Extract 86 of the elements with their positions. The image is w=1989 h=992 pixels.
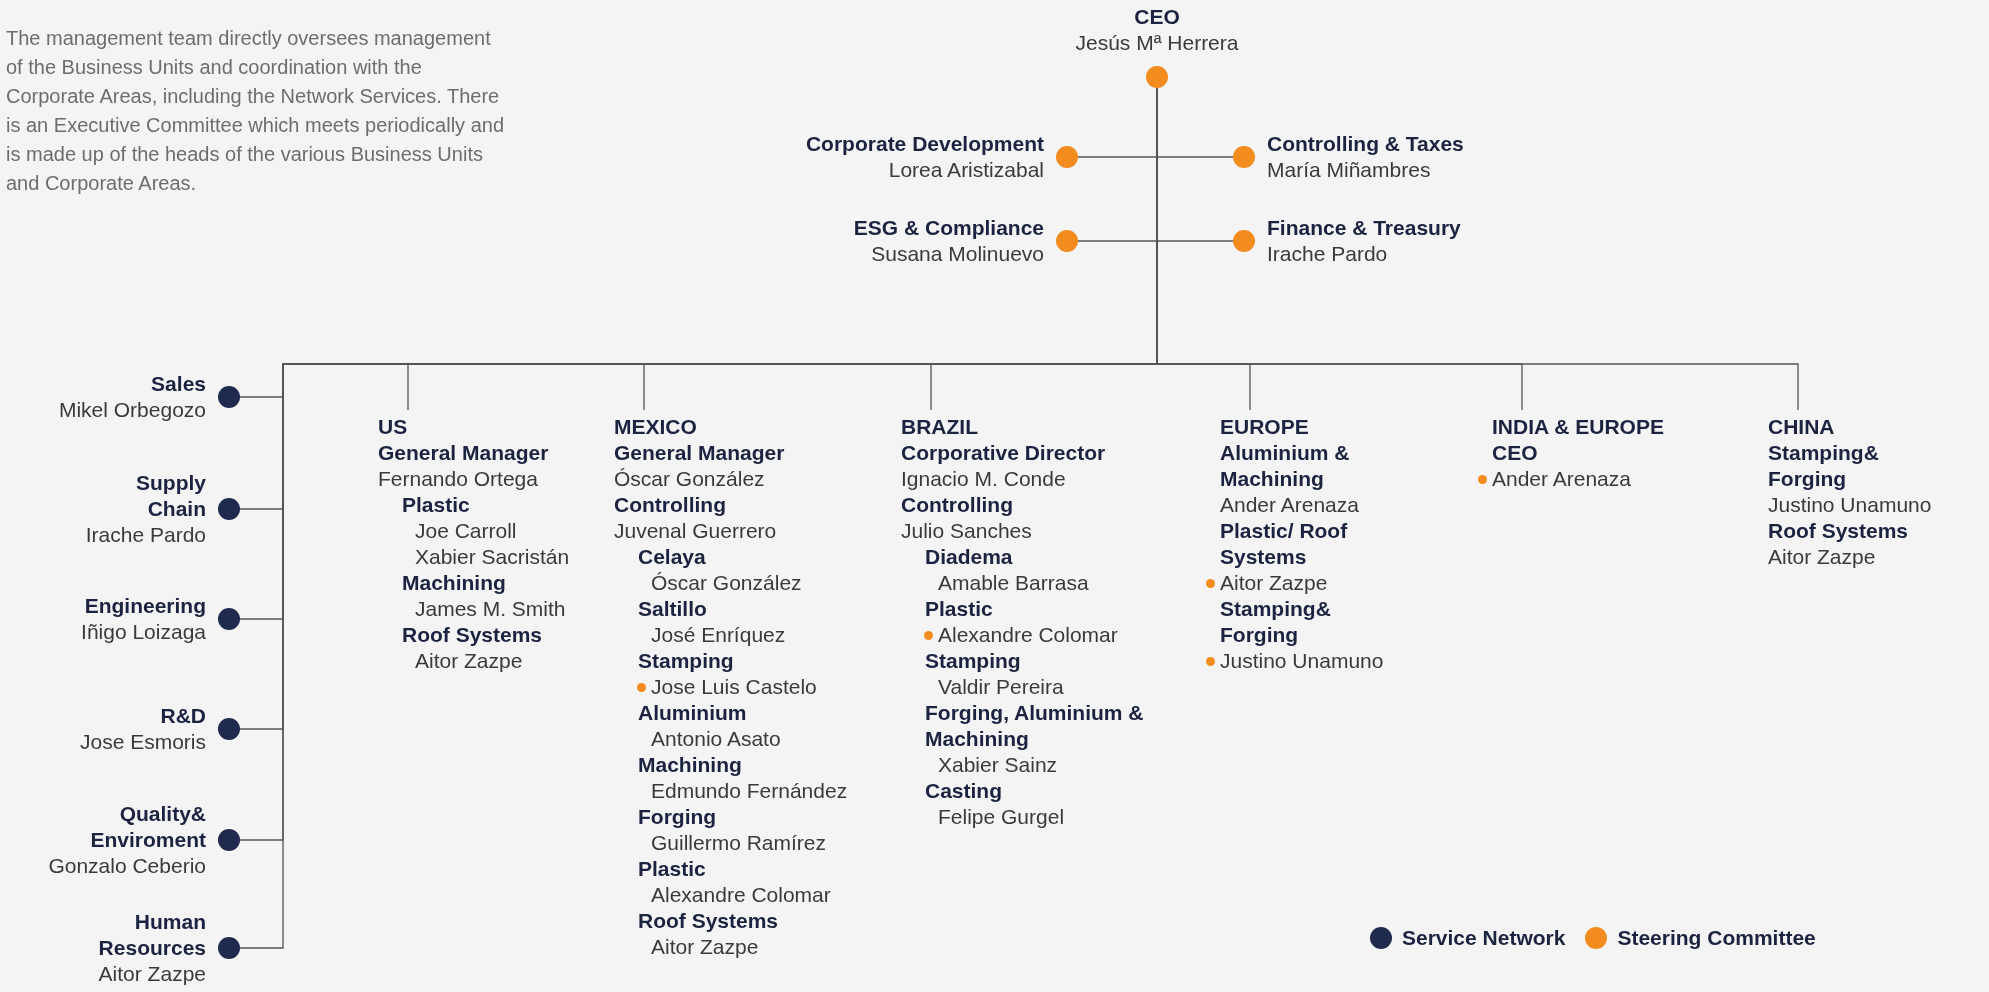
person-name: José Enríquez bbox=[651, 622, 787, 648]
person-name: Fernando Ortega bbox=[378, 466, 539, 492]
role-title: Stamping bbox=[638, 648, 735, 674]
role-title: Stamping bbox=[925, 648, 1022, 674]
role-title: Plastic bbox=[638, 856, 707, 882]
role-title: Roof Systems bbox=[402, 622, 544, 648]
region-heading: EUROPE bbox=[1220, 414, 1310, 440]
role-title: General Manager bbox=[378, 440, 550, 466]
region-heading: CHINA bbox=[1768, 414, 1836, 440]
role-title: CEO bbox=[1492, 440, 1539, 466]
person-name: Xabier Sacristán bbox=[415, 544, 571, 570]
role-title: Engineering bbox=[83, 593, 206, 619]
region-heading: BRAZIL bbox=[901, 414, 979, 440]
role-title: General Manager bbox=[614, 440, 786, 466]
person-name: Joe Carroll bbox=[415, 518, 518, 544]
role-title: Controlling bbox=[901, 492, 1014, 518]
person-name: Amable Barrasa bbox=[938, 570, 1090, 596]
person-name: María Miñambres bbox=[1267, 157, 1432, 183]
person-name: Antonio Asato bbox=[651, 726, 782, 752]
person-name: Irache Pardo bbox=[85, 522, 206, 548]
role-title: Controlling bbox=[614, 492, 727, 518]
person-name: Óscar González bbox=[651, 570, 803, 596]
role-title: Machining bbox=[638, 752, 743, 778]
region-heading: US bbox=[378, 414, 409, 440]
role-title: Controlling & Taxes bbox=[1267, 131, 1464, 157]
role-title: ESG & Compliance bbox=[853, 215, 1044, 241]
role-title: Corporative Director bbox=[901, 440, 1107, 466]
person-name: Jose Luis Castelo bbox=[651, 674, 818, 700]
region-heading: MEXICO bbox=[614, 414, 698, 440]
person-name: Óscar González bbox=[614, 466, 766, 492]
person-name: Aitor Zazpe bbox=[651, 934, 760, 960]
role-title: Forging, Aluminium & Machining bbox=[925, 700, 1145, 752]
person-name: Valdir Pereira bbox=[938, 674, 1065, 700]
person-name: Mikel Orbegozo bbox=[58, 397, 206, 423]
role-title: Plastic bbox=[925, 596, 994, 622]
role-title: Aluminium & Machining bbox=[1220, 440, 1351, 492]
person-name: Aitor Zazpe bbox=[1768, 544, 1877, 570]
role-title: Quality& Enviroment bbox=[89, 801, 206, 853]
role-title: Supply Chain bbox=[135, 470, 206, 522]
role-title: Celaya bbox=[638, 544, 707, 570]
role-title: Stamping& Forging bbox=[1220, 596, 1332, 648]
person-name: Irache Pardo bbox=[1267, 241, 1389, 267]
person-name: Iñigo Loizaga bbox=[81, 619, 206, 645]
role-title: Stamping& Forging bbox=[1768, 440, 1880, 492]
role-title: Saltillo bbox=[638, 596, 708, 622]
person-name: Guillermo Ramírez bbox=[651, 830, 828, 856]
role-title: Finance & Treasury bbox=[1267, 215, 1461, 241]
person-name: Xabier Sainz bbox=[938, 752, 1059, 778]
region-heading: INDIA & EUROPE bbox=[1492, 414, 1665, 440]
person-name: Lorea Aristizabal bbox=[887, 157, 1044, 183]
person-name: James M. Smith bbox=[415, 596, 567, 622]
person-name: Ander Arenaza bbox=[1220, 492, 1360, 518]
person-name: Edmundo Fernández bbox=[651, 778, 849, 804]
person-name: Aitor Zazpe bbox=[97, 961, 206, 987]
role-title: Casting bbox=[925, 778, 1003, 804]
person-name: Felipe Gurgel bbox=[938, 804, 1066, 830]
person-name: Justino Unamuno bbox=[1768, 492, 1933, 518]
role-title: Diadema bbox=[925, 544, 1014, 570]
person-name: Ignacio M. Conde bbox=[901, 466, 1067, 492]
person-name: Susana Molinuevo bbox=[870, 241, 1044, 267]
role-title: Roof Systems bbox=[1768, 518, 1910, 544]
role-title: Sales bbox=[150, 371, 206, 397]
person-name: Jesús Mª Herrera bbox=[1075, 30, 1239, 56]
role-title: Human Resources bbox=[97, 909, 206, 961]
intro-paragraph: The management team directly oversees management of the Business Units and coordination with the Corporate Areas, including the Network Services. There is an Executive Committee which meets periodically and is made up of the heads of the various Business Units and Corporate Areas. bbox=[6, 26, 505, 196]
person-name: Aitor Zazpe bbox=[415, 648, 524, 674]
legend-label: Steering Committee bbox=[1617, 925, 1816, 951]
person-name: Alexandre Colomar bbox=[938, 622, 1119, 648]
role-title: Plastic/ Roof Systems bbox=[1220, 518, 1349, 570]
person-name: Julio Sanches bbox=[901, 518, 1033, 544]
role-title: Forging bbox=[638, 804, 718, 830]
person-name: Justino Unamuno bbox=[1220, 648, 1385, 674]
role-title: Roof Systems bbox=[638, 908, 780, 934]
person-name: Gonzalo Ceberio bbox=[48, 853, 206, 879]
role-title: Aluminium bbox=[638, 700, 748, 726]
person-name: Aitor Zazpe bbox=[1220, 570, 1329, 596]
role-title: R&D bbox=[159, 703, 206, 729]
role-title: CEO bbox=[1134, 4, 1180, 30]
role-title: Plastic bbox=[402, 492, 471, 518]
person-name: Ander Arenaza bbox=[1492, 466, 1632, 492]
legend-label: Service Network bbox=[1402, 925, 1566, 951]
role-title: Corporate Development bbox=[805, 131, 1044, 157]
person-name: Juvenal Guerrero bbox=[614, 518, 778, 544]
person-name: Alexandre Colomar bbox=[651, 882, 832, 908]
person-name: Jose Esmoris bbox=[79, 729, 206, 755]
role-title: Machining bbox=[402, 570, 507, 596]
